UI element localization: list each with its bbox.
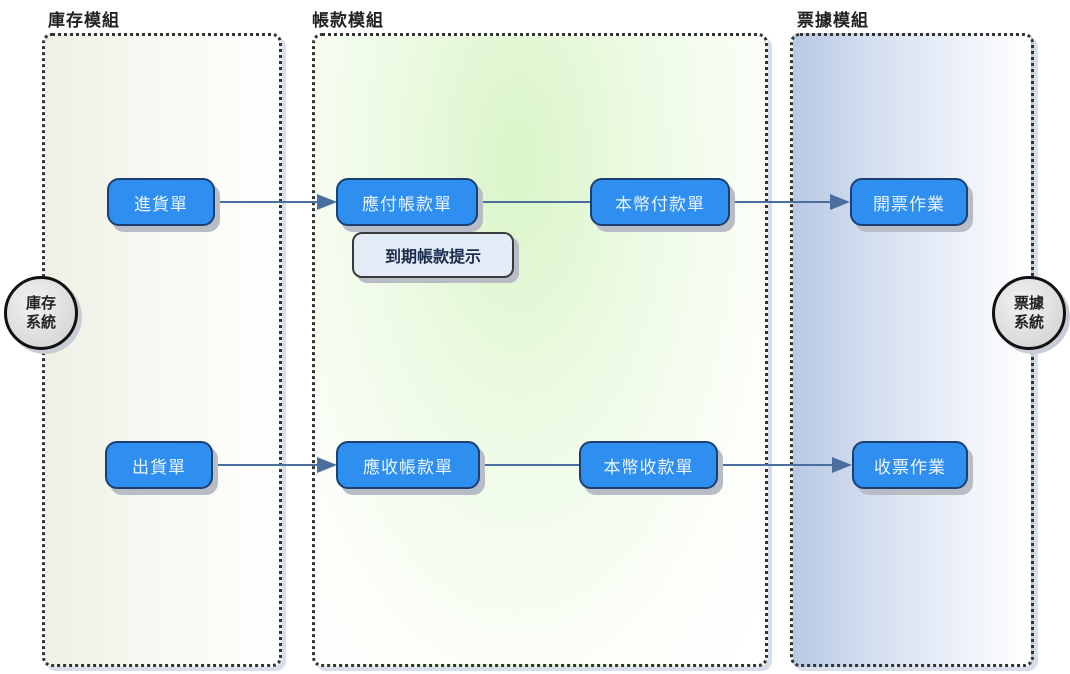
node-shipment-order[interactable]: 出貨單 (105, 441, 213, 489)
lane-title-inventory: 庫存模組 (48, 11, 120, 31)
lane-bills (790, 33, 1034, 667)
note-due-reminder[interactable]: 到期帳款提示 (352, 232, 514, 278)
node-accounts-receivable[interactable]: 應收帳款單 (336, 441, 480, 489)
lane-title-accounts: 帳款模組 (312, 11, 384, 31)
node-receive-note[interactable]: 收票作業 (852, 441, 968, 489)
node-issue-note[interactable]: 開票作業 (850, 178, 968, 226)
node-accounts-payable[interactable]: 應付帳款單 (336, 178, 478, 226)
system-bill-circle[interactable]: 票據 系統 (992, 276, 1066, 350)
lane-title-bills: 票據模組 (797, 11, 869, 31)
node-purchase-order[interactable]: 進貨單 (107, 178, 215, 226)
node-local-receipt[interactable]: 本幣收款單 (579, 441, 718, 489)
node-local-payment[interactable]: 本幣付款單 (590, 178, 730, 226)
lane-inventory (42, 33, 282, 667)
lane-accounts (312, 33, 768, 667)
system-inventory-circle[interactable]: 庫存 系統 (4, 276, 78, 350)
